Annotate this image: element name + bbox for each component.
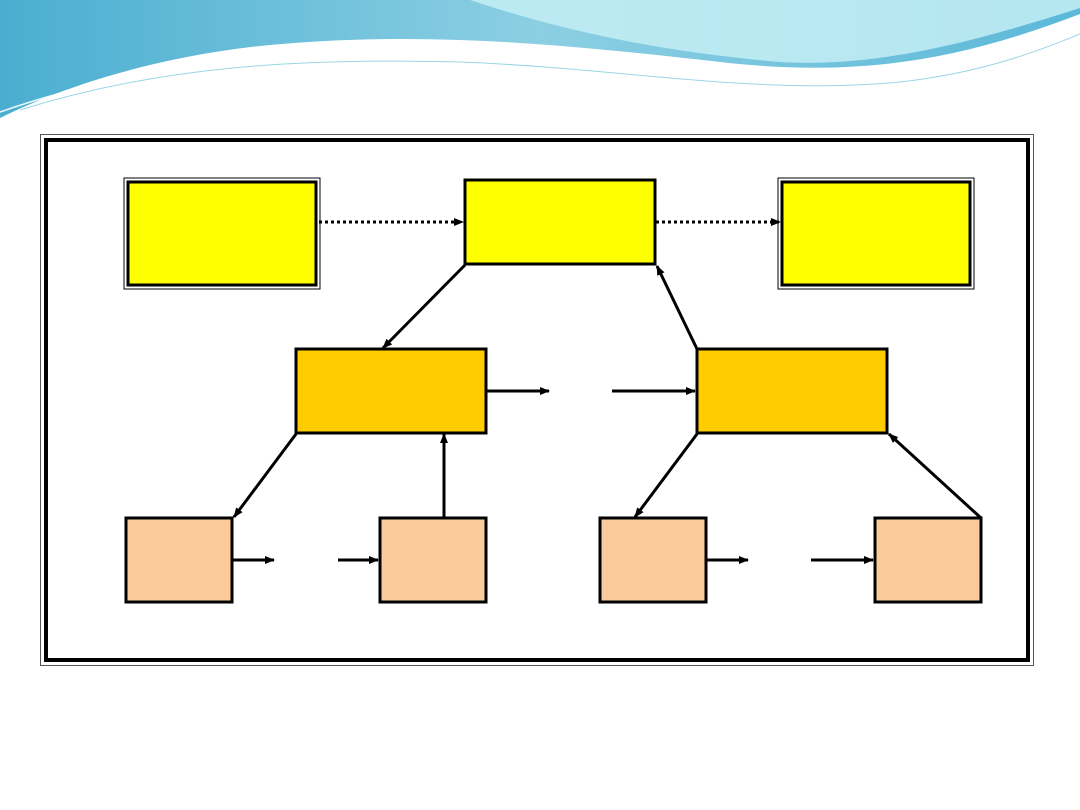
banner-wave-highlight <box>470 0 1080 63</box>
arrow-middle-left-to-bottom-1 <box>232 433 298 518</box>
decorative-wave-banner <box>0 0 1080 118</box>
banner-wave-line-2 <box>19 33 1080 111</box>
diagram-frame <box>44 138 1030 662</box>
arrow-middle-right-to-top <box>655 265 699 350</box>
top-box-left <box>123 177 321 290</box>
middle-box-right <box>695 347 889 435</box>
top-box-right <box>777 177 975 290</box>
bottom-box-2 <box>378 516 488 604</box>
banner-wave-line <box>0 21 1080 113</box>
arrow-middle-right-to-bottom-3 <box>633 433 699 518</box>
arrow-bottom-4-to-middle-right <box>887 432 983 520</box>
bottom-box-1 <box>124 516 234 604</box>
bottom-box-4 <box>873 516 983 604</box>
middle-box-left <box>294 347 488 435</box>
bottom-box-3 <box>598 516 708 604</box>
arrow-top-to-middle-left <box>381 263 467 350</box>
top-box-center <box>463 178 657 266</box>
